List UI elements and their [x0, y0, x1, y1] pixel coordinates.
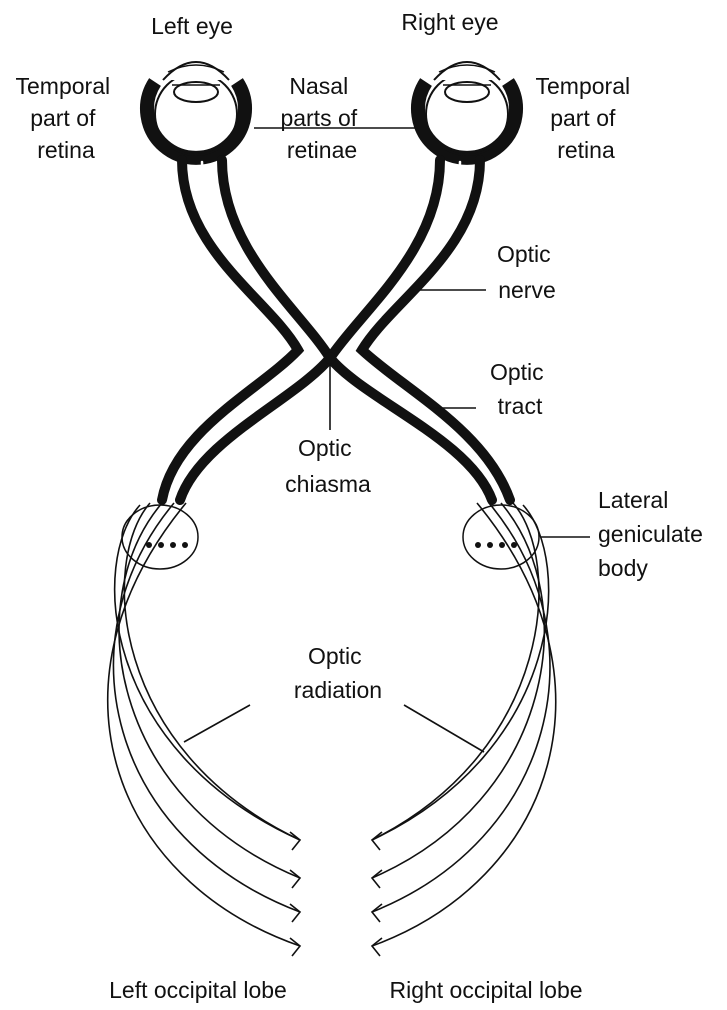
optic-radiation-leader-left	[183, 704, 251, 743]
left-lens	[173, 81, 219, 103]
label-lateral-geniculate-body: Lateral geniculate body	[598, 487, 709, 581]
label-optic-chiasma: Optic chiasma	[285, 435, 371, 497]
label-optic-tract: Optic tract	[490, 359, 550, 419]
label-left-eye: Left eye	[151, 13, 233, 39]
label-right-eye: Right eye	[401, 9, 498, 35]
right-cornea	[433, 61, 501, 81]
label-optic-radiation: Optic radiation	[294, 643, 382, 703]
label-optic-nerve: Optic nerve	[497, 241, 557, 303]
chiasma-node	[324, 352, 336, 364]
label-temporal-right: Temporal part of retina	[536, 73, 637, 163]
label-temporal-left: Temporal part of retina	[16, 73, 117, 163]
left-nerve-outer	[157, 155, 305, 505]
label-right-occipital-lobe: Right occipital lobe	[389, 977, 582, 1003]
optic-radiation-leader-right	[403, 704, 485, 753]
right-lateral-geniculate-body	[462, 504, 540, 570]
optic-radiations	[107, 502, 557, 947]
leader-lines	[183, 127, 590, 753]
left-cornea	[162, 61, 230, 81]
occipital-fiber-ends	[289, 831, 383, 957]
right-lens	[444, 81, 490, 103]
right-eye	[411, 61, 523, 165]
left-eye	[140, 61, 252, 165]
right-nerve-outer	[355, 155, 515, 505]
left-eye-retina	[140, 78, 252, 165]
right-eye-retina	[411, 78, 523, 165]
label-left-occipital-lobe: Left occipital lobe	[109, 977, 287, 1003]
lgb-synapse-dots	[146, 542, 517, 548]
label-nasal-parts: Nasal parts of retinae	[280, 73, 363, 163]
